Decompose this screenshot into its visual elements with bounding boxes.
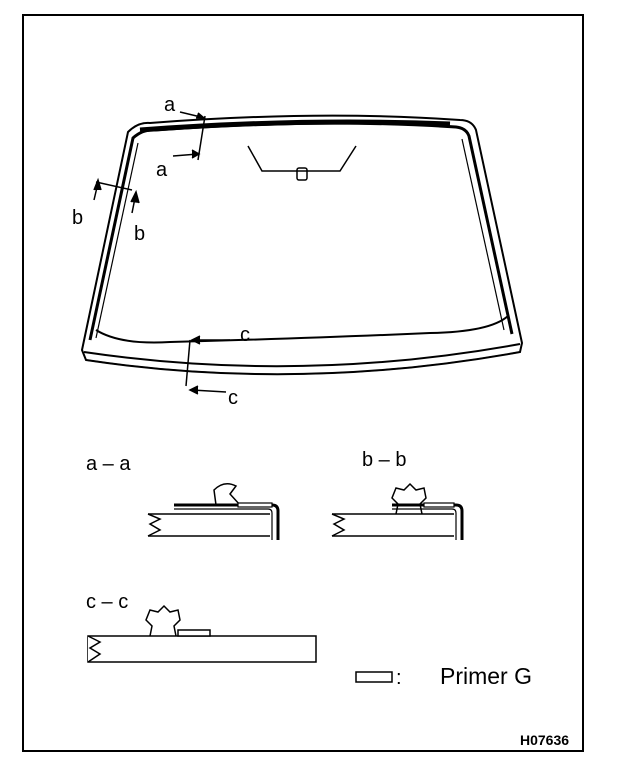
section-aa-drawing bbox=[147, 483, 280, 540]
section-bb-drawing bbox=[331, 482, 464, 540]
cut-line-a bbox=[172, 111, 207, 161]
callout-c-top: c bbox=[240, 324, 250, 346]
cut-line-b bbox=[93, 177, 140, 214]
mirror-mount bbox=[247, 145, 357, 181]
windshield-glass bbox=[80, 114, 524, 376]
primer-legend: : Primer G bbox=[355, 663, 532, 689]
section-cc-drawing bbox=[87, 604, 317, 663]
cut-line-c bbox=[185, 335, 230, 395]
callout-b-left: b bbox=[72, 207, 83, 229]
callout-a-bottom: a bbox=[156, 159, 168, 181]
callout-a-top: a bbox=[164, 94, 176, 116]
section-aa-title: a – a bbox=[86, 453, 131, 475]
section-bb-title: b – b bbox=[362, 449, 406, 471]
legend-colon: : bbox=[396, 667, 402, 689]
section-cc-title: c – c bbox=[86, 591, 128, 613]
callout-b-right: b bbox=[134, 223, 145, 245]
callout-c-bottom: c bbox=[228, 387, 238, 409]
legend-label: Primer G bbox=[440, 663, 532, 689]
primer-swatch bbox=[355, 671, 393, 683]
diagram-frame bbox=[22, 14, 584, 752]
figure-id: H07636 bbox=[520, 732, 569, 748]
